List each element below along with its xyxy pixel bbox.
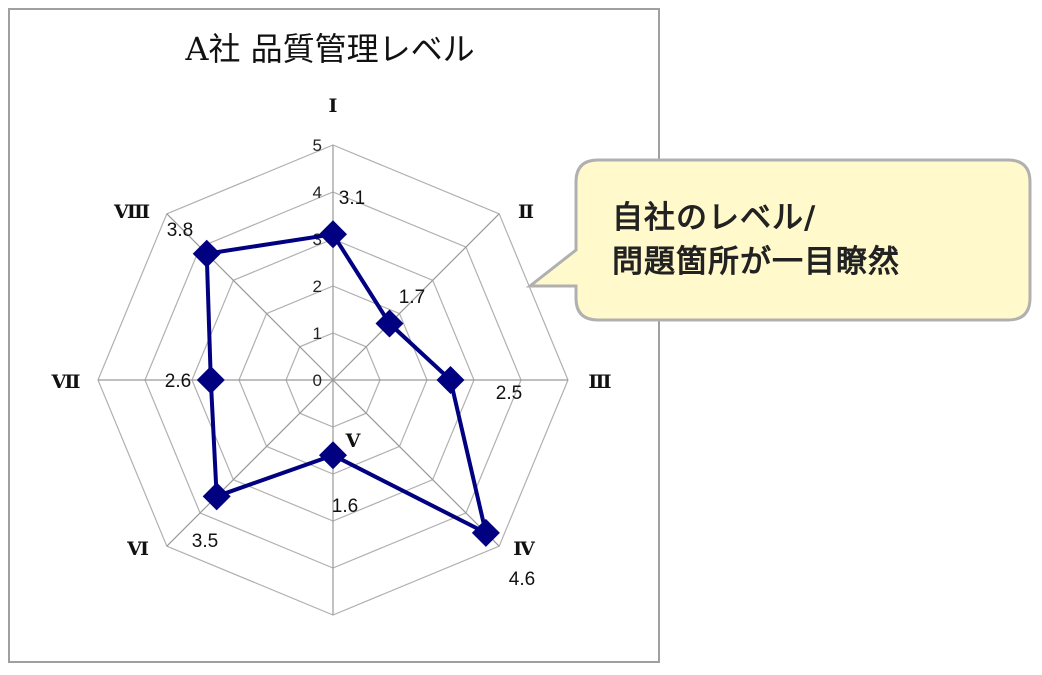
- axes: [98, 145, 568, 615]
- data-point-marker: [196, 366, 225, 394]
- data-point-marker: [375, 309, 404, 338]
- tick-label: 3: [313, 230, 322, 249]
- data-label: 2.5: [496, 383, 522, 404]
- data-point-marker: [436, 366, 465, 394]
- callout-bubble: [525, 158, 1032, 322]
- axis-line: [332, 213, 500, 381]
- axis-label: Ⅰ: [329, 95, 338, 117]
- tick-labels: 0 1 2 3 4 5: [313, 136, 322, 390]
- tick-label: 0: [313, 371, 322, 390]
- axis-line: [166, 379, 334, 547]
- tick-label: 5: [313, 136, 322, 155]
- data-label: 3.5: [192, 531, 218, 552]
- axis-label: Ⅷ: [113, 201, 150, 223]
- axis-label: Ⅵ: [126, 538, 149, 560]
- data-label: 1.7: [399, 287, 425, 308]
- callout-line-2: 問題箇所が一目瞭然: [612, 244, 900, 280]
- data-label: 2.6: [165, 371, 191, 392]
- tick-label: 4: [313, 183, 322, 202]
- data-label: 3.8: [167, 220, 193, 241]
- axis-line: [332, 379, 500, 547]
- data-point-marker: [319, 220, 347, 249]
- series: [192, 220, 500, 547]
- axis-label: Ⅴ: [345, 430, 362, 452]
- tick-label: 1: [313, 324, 322, 343]
- chart-frame: [8, 8, 660, 663]
- data-point-marker: [202, 482, 231, 511]
- axis-label: Ⅲ: [588, 371, 611, 393]
- callout-line-1: 自社のレベル/: [612, 200, 817, 236]
- callout-text: 自社のレベル/ 問題箇所が一目瞭然: [612, 196, 900, 284]
- axis-label: Ⅱ: [518, 201, 534, 223]
- axis-label: Ⅳ: [513, 538, 535, 560]
- data-point-marker: [192, 239, 221, 268]
- data-point-marker: [471, 518, 500, 547]
- chart-title: A社 品質管理レベル: [185, 30, 475, 68]
- data-label: 3.1: [339, 188, 365, 209]
- data-label: 4.6: [509, 569, 535, 590]
- axis-line: [166, 213, 334, 381]
- labels: Ⅰ Ⅱ Ⅲ Ⅳ Ⅴ Ⅵ Ⅶ Ⅷ 3.1 1.7 2.5 4.6 1.6 3.5 2.6 3.8: [51, 95, 612, 590]
- axis-label: Ⅶ: [51, 371, 81, 393]
- data-label: 1.6: [332, 496, 358, 517]
- tick-label: 2: [313, 277, 322, 296]
- data-point-marker: [319, 441, 347, 470]
